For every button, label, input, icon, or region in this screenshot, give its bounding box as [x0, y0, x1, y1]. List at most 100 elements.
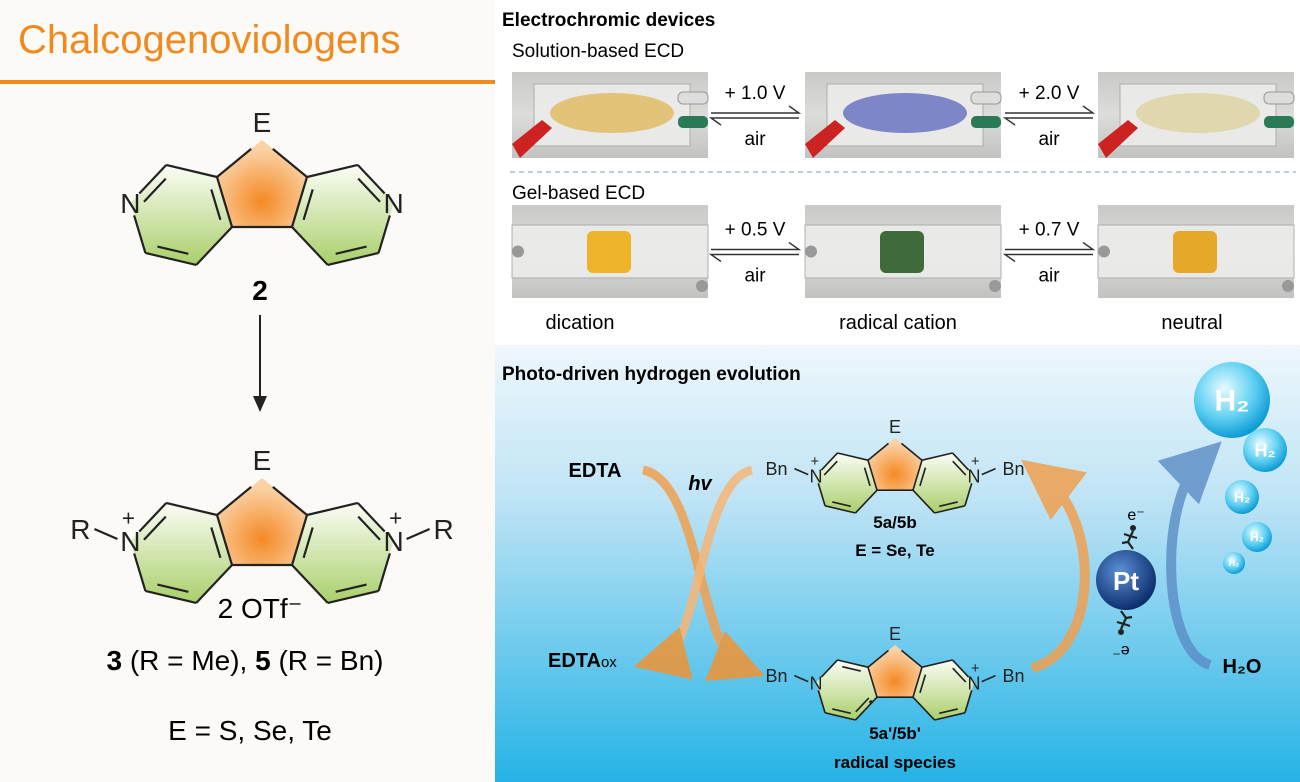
double-bond: [939, 708, 958, 715]
ecd-heading: Electrochromic devices: [502, 10, 715, 31]
forward-harpoon: [711, 241, 802, 251]
electrochromic-panel: Electrochromic devices Solution-based EC…: [502, 10, 1296, 334]
bond: [837, 659, 869, 669]
nitrogen-atom-N: N: [120, 526, 140, 557]
h2-bubble: H₂: [1223, 552, 1245, 574]
double-bond: [832, 501, 851, 508]
double-bond: [143, 177, 167, 203]
voltage-label: + 0.5 V: [725, 220, 786, 241]
nitrogen-atom-N: N: [383, 188, 403, 219]
bond: [912, 696, 936, 721]
compound-5-definition: (R = Bn): [271, 645, 384, 676]
double-bond: [832, 708, 851, 715]
gel-film: [880, 231, 924, 273]
bond: [964, 690, 973, 714]
bond: [138, 164, 167, 195]
bubble-sphere: [1194, 362, 1270, 438]
bond: [912, 459, 923, 491]
substituent-label: R: [433, 514, 453, 545]
bond: [867, 442, 890, 461]
substituent-bond: [981, 674, 996, 683]
bond: [817, 483, 826, 507]
chalcogen-atom-E: E: [253, 107, 272, 138]
reverse-harpoon: [708, 253, 799, 263]
bond: [867, 459, 878, 491]
edtaox-label: EDTAox: [548, 650, 617, 672]
hydrogen-heading: Photo-driven hydrogen evolution: [502, 364, 801, 385]
double-bond: [357, 177, 381, 203]
device-photo: [804, 205, 1002, 298]
sky-background: [495, 345, 1300, 782]
white-clip: [677, 91, 709, 105]
forward-harpoon: [1005, 241, 1096, 251]
chalcogenophene-ring-fill: [217, 478, 307, 565]
bond: [357, 164, 386, 195]
voltage-label: + 0.7 V: [1019, 220, 1080, 241]
bond: [854, 696, 878, 721]
chalcogen-atom-E: E: [889, 624, 901, 644]
electrode-contact: [696, 280, 708, 292]
bond: [290, 176, 309, 228]
air-label: air: [744, 129, 766, 150]
bond: [291, 226, 329, 266]
green-clip: [971, 116, 1001, 128]
double-bond: [157, 245, 189, 255]
white-clip: [1263, 91, 1295, 105]
bond: [921, 659, 953, 669]
bond: [290, 514, 309, 566]
bond: [900, 649, 923, 668]
bond: [377, 215, 391, 254]
double-bond: [335, 245, 367, 255]
nitrogen-atom-N: N: [810, 673, 823, 693]
positive-charge: +: [811, 454, 819, 470]
compound-3-number: 3: [107, 645, 123, 676]
pt-label: Pt: [1113, 566, 1139, 596]
bond: [824, 711, 856, 721]
state-label-dication: dication: [546, 312, 615, 334]
bubble-sphere: [1225, 480, 1259, 514]
bubble-sphere: [1242, 522, 1272, 552]
running-electron-icon: [1121, 525, 1138, 550]
bond: [900, 442, 923, 461]
double-bond: [210, 189, 222, 221]
bond: [867, 666, 878, 698]
green-clip: [678, 116, 708, 128]
bond: [272, 486, 308, 516]
h2-label: H₂: [1255, 440, 1276, 460]
electrode-contact: [1098, 245, 1110, 258]
gel-film: [587, 231, 631, 273]
bond: [215, 514, 234, 566]
double-bond: [919, 674, 927, 694]
bond: [921, 452, 953, 462]
double-bond: [335, 583, 367, 593]
state-label-neutral: neutral: [1161, 312, 1222, 334]
bubble-sphere: [1243, 428, 1287, 472]
h2-bubble: H₂: [1194, 362, 1270, 438]
bond: [912, 489, 936, 514]
device-photo: [805, 72, 1002, 158]
electrode-contact: [805, 245, 817, 258]
gel-ecd-label: Gel-based ECD: [512, 183, 645, 204]
bond: [854, 489, 878, 514]
reverse-harpoon: [708, 117, 799, 126]
air-label: air: [744, 266, 766, 287]
nitrogen-atom-N: N: [967, 673, 980, 693]
bond: [820, 452, 839, 471]
bond: [951, 659, 970, 678]
bond: [133, 215, 147, 254]
nitrogen-atom-N: N: [967, 466, 980, 486]
double-bond: [357, 515, 381, 541]
device-photo: [511, 205, 709, 298]
double-bond: [157, 583, 189, 593]
substituent-bond: [93, 527, 118, 540]
bond: [216, 486, 252, 516]
substituent-bond: [406, 527, 431, 540]
bond: [327, 589, 379, 605]
positive-charge: +: [971, 454, 979, 470]
bond: [195, 226, 233, 266]
bond: [306, 163, 359, 179]
bond: [934, 504, 966, 514]
